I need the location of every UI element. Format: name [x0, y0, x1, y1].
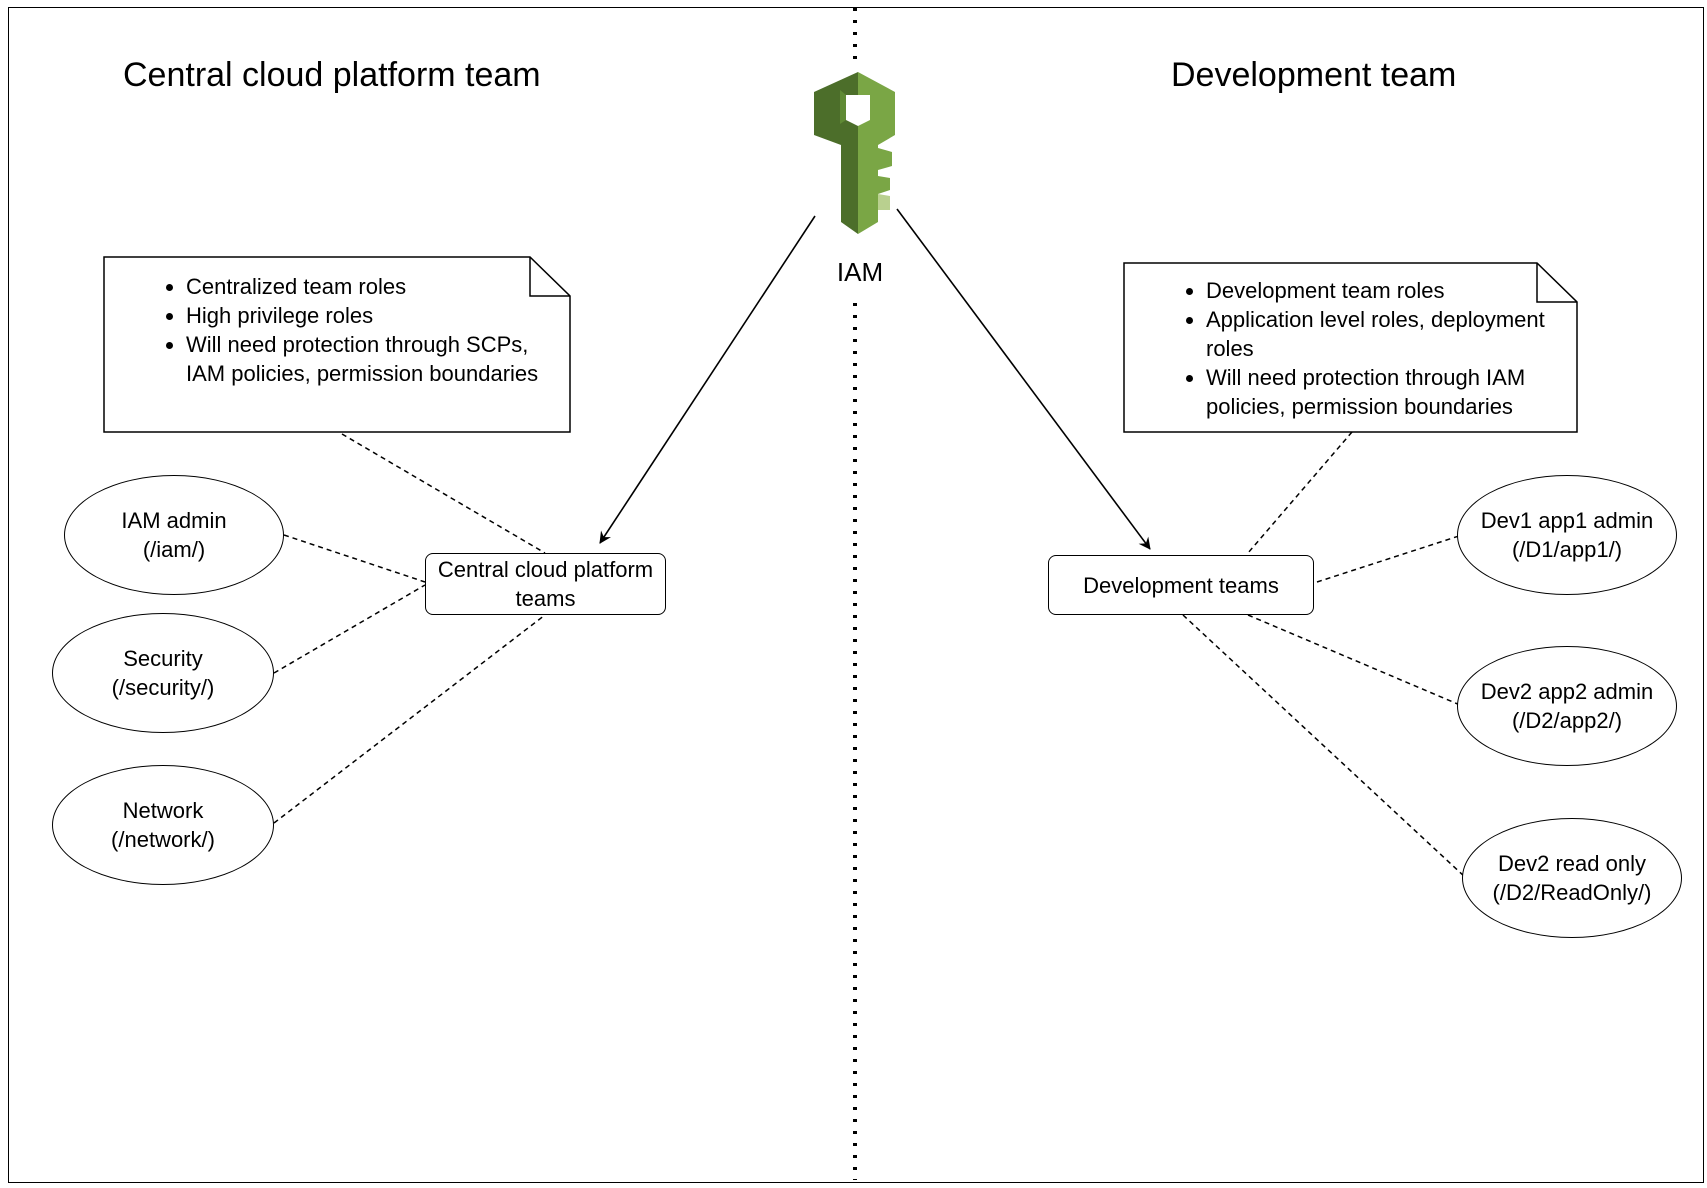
role-name: Security: [123, 646, 203, 671]
role-path: (/D2/app2/): [1511, 708, 1623, 733]
role-network: Network (/network/): [52, 765, 274, 885]
connector-note-to-dev: [1247, 431, 1353, 554]
central-hub-label-line1: Central cloud platform: [437, 557, 654, 582]
iam-label: IAM: [836, 257, 884, 287]
arrow-iam-to-central: [599, 215, 816, 544]
role-security: Security (/security/): [52, 613, 274, 733]
arrow-iam-to-dev: [896, 208, 1151, 550]
connector-security: [273, 584, 426, 674]
central-hub-label-line2: teams: [515, 586, 576, 611]
left-note-item: High privilege roles: [186, 301, 557, 330]
connector-note-to-central: [341, 433, 546, 554]
role-name: Dev1 app1 admin: [1480, 508, 1654, 533]
connector-iam-admin: [283, 534, 426, 583]
role-path: (/iam/): [142, 537, 206, 562]
role-dev1-app1-admin: Dev1 app1 admin (/D1/app1/): [1457, 475, 1677, 595]
right-note-item: Development team roles: [1206, 276, 1562, 305]
role-iam-admin: IAM admin (/iam/): [64, 475, 284, 595]
right-note-list: Development team roles Application level…: [1182, 276, 1562, 421]
role-name: IAM admin: [121, 508, 227, 533]
heading-central-team: Central cloud platform team: [123, 56, 541, 94]
role-name: Dev2 read only: [1498, 851, 1646, 876]
role-name: Network: [122, 798, 204, 823]
left-note-shape: [103, 256, 571, 433]
left-note: Centralized team roles High privilege ro…: [162, 272, 557, 388]
role-path: (/D2/ReadOnly/): [1492, 880, 1652, 905]
left-note-item: Will need protection through SCPs, IAM p…: [186, 330, 557, 388]
left-note-list: Centralized team roles High privilege ro…: [162, 272, 557, 388]
connector-dev1: [1316, 534, 1463, 583]
diagram-frame: [8, 7, 1704, 1183]
connector-dev2-readonly: [1182, 614, 1466, 878]
right-note-item: Will need protection through IAM policie…: [1206, 363, 1562, 421]
role-name: Dev2 app2 admin: [1480, 679, 1654, 704]
left-note-item: Centralized team roles: [186, 272, 557, 301]
iam-key-icon: [814, 72, 895, 234]
role-dev2-read-only: Dev2 read only (/D2/ReadOnly/): [1462, 818, 1682, 938]
role-path: (/security/): [111, 675, 215, 700]
right-note-shape: [1123, 262, 1578, 433]
dev-hub-label: Development teams: [1083, 572, 1279, 598]
central-cloud-platform-teams-box: Central cloud platform teams: [425, 553, 666, 615]
role-path: (/network/): [111, 827, 215, 852]
development-teams-box: Development teams: [1048, 555, 1314, 615]
right-note-item: Application level roles, deployment role…: [1206, 305, 1562, 363]
right-note: Development team roles Application level…: [1182, 276, 1562, 421]
role-dev2-app2-admin: Dev2 app2 admin (/D2/app2/): [1457, 646, 1677, 766]
role-path: (/D1/app1/): [1511, 537, 1623, 562]
connector-dev2-admin: [1247, 614, 1461, 706]
heading-development-team: Development team: [1171, 56, 1457, 94]
connector-network: [273, 614, 546, 824]
